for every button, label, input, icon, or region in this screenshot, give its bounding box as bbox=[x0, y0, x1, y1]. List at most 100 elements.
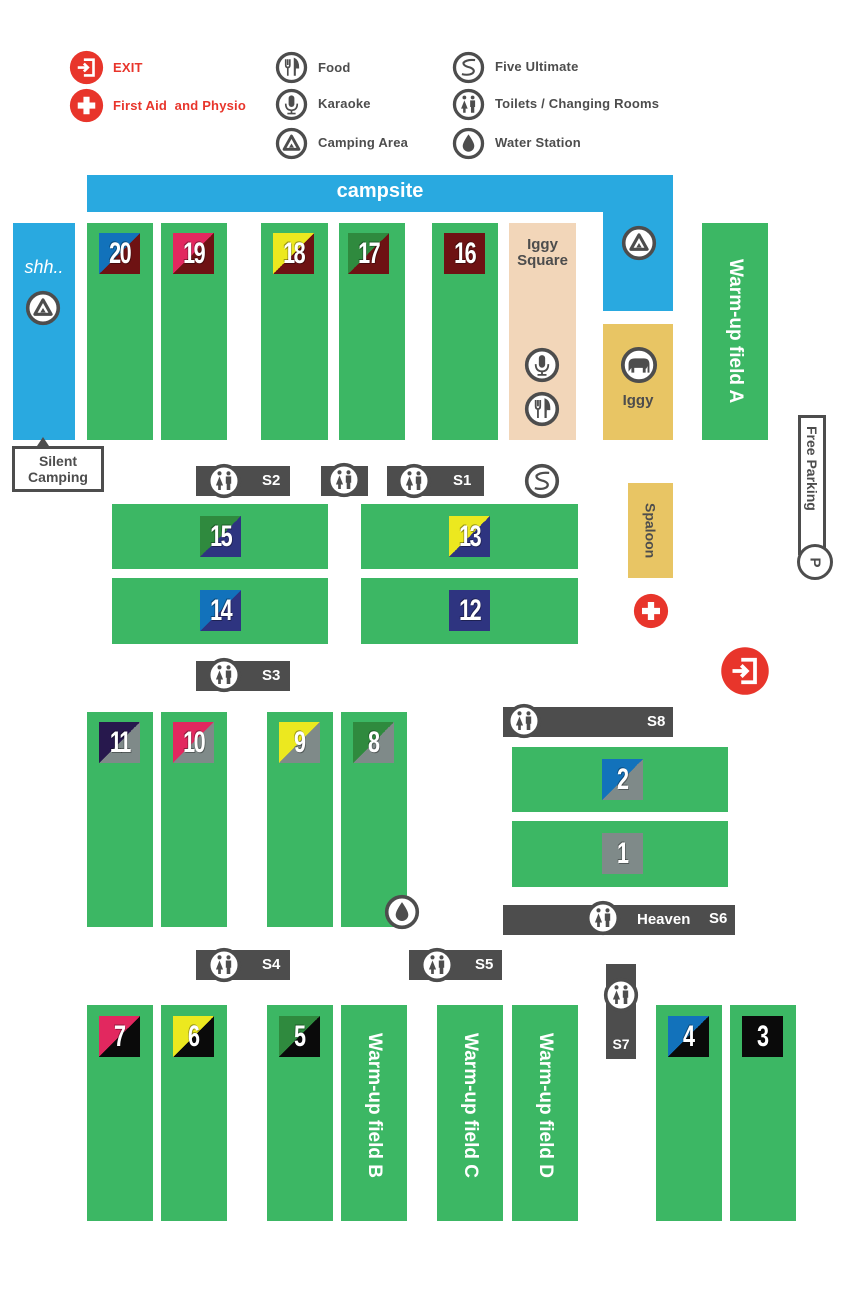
silent-camping-shh: shh.. bbox=[24, 257, 64, 277]
field-number-badge: 15 bbox=[200, 516, 241, 557]
field-number-badge: 16 bbox=[444, 233, 485, 274]
field-13[interactable]: 13 bbox=[361, 504, 578, 569]
field-number-badge: 5 bbox=[279, 1016, 320, 1057]
legend-food-label: Food bbox=[318, 60, 351, 75]
field-1[interactable]: 1 bbox=[512, 821, 728, 887]
field-number-badge: 14 bbox=[200, 590, 241, 631]
water-drop-icon bbox=[384, 894, 420, 930]
field-number-badge: 2 bbox=[602, 759, 643, 800]
field-16[interactable]: 16 bbox=[432, 223, 498, 440]
exit-icon bbox=[69, 50, 104, 85]
tent-icon bbox=[25, 290, 61, 326]
field-18[interactable]: 18 bbox=[261, 223, 328, 440]
field-number-badge: 10 bbox=[173, 722, 214, 763]
tent-icon bbox=[621, 225, 657, 261]
field-number: 11 bbox=[109, 725, 131, 759]
field-number-badge: 3 bbox=[742, 1016, 783, 1057]
warm-up-field-a-label: Warm-up field A bbox=[725, 259, 746, 404]
pointer-arrow bbox=[37, 437, 49, 446]
field-number: 5 bbox=[294, 1019, 306, 1053]
toilet-icon bbox=[326, 462, 362, 498]
food-icon bbox=[524, 391, 560, 427]
field-7[interactable]: 7 bbox=[87, 1005, 153, 1221]
toilet-label: S8 bbox=[647, 713, 666, 730]
field-number: 10 bbox=[182, 725, 206, 759]
field-4[interactable]: 4 bbox=[656, 1005, 722, 1221]
field-number: 13 bbox=[458, 519, 482, 553]
campsite-label: campsite bbox=[336, 180, 424, 202]
legend-five-label: Five Ultimate bbox=[495, 59, 579, 74]
field-number: 3 bbox=[757, 1019, 769, 1053]
field-5[interactable]: 5 bbox=[267, 1005, 333, 1221]
free-parking-area[interactable]: Free Parking bbox=[798, 415, 826, 555]
first-aid-icon[interactable] bbox=[633, 593, 669, 629]
toilet-icon bbox=[585, 900, 621, 936]
toilet-icon bbox=[396, 463, 432, 499]
field-number: 15 bbox=[209, 519, 233, 553]
field-number: 6 bbox=[188, 1019, 200, 1053]
five-ultimate-icon bbox=[524, 463, 560, 499]
field-6[interactable]: 6 bbox=[161, 1005, 227, 1221]
field-number: 1 bbox=[617, 836, 629, 870]
toilet-label: S4 bbox=[262, 956, 281, 973]
field-2[interactable]: 2 bbox=[512, 747, 728, 812]
warm-up-field-d[interactable]: Warm-up field D bbox=[512, 1005, 578, 1221]
spaloon-label: Spaloon bbox=[642, 502, 659, 559]
field-8[interactable]: 8 bbox=[341, 712, 407, 927]
field-number: 7 bbox=[114, 1019, 126, 1053]
warm-up-field-c-label: Warm-up field C bbox=[460, 1033, 481, 1178]
field-number: 12 bbox=[458, 593, 482, 627]
food-icon bbox=[275, 51, 308, 84]
warm-up-field-a[interactable]: Warm-up field A bbox=[702, 223, 768, 440]
microphone-icon bbox=[275, 88, 308, 121]
toilet-icon bbox=[206, 463, 242, 499]
heaven-label: Heaven bbox=[637, 911, 691, 928]
field-number-badge: 4 bbox=[668, 1016, 709, 1057]
legend-karaoke-label: Karaoke bbox=[318, 96, 371, 111]
warm-up-field-b[interactable]: Warm-up field B bbox=[341, 1005, 407, 1221]
field-number-badge: 18 bbox=[273, 233, 314, 274]
exit-icon[interactable] bbox=[720, 646, 770, 696]
five-ultimate-icon bbox=[452, 51, 485, 84]
field-9[interactable]: 9 bbox=[267, 712, 333, 927]
toilet-icon bbox=[206, 947, 242, 983]
campsite-area[interactable] bbox=[87, 175, 673, 212]
field-number: 14 bbox=[209, 593, 233, 627]
field-number: 20 bbox=[108, 236, 132, 270]
elephant-icon bbox=[620, 346, 658, 384]
field-number-badge: 6 bbox=[173, 1016, 214, 1057]
field-12[interactable]: 12 bbox=[361, 578, 578, 644]
field-number: 2 bbox=[617, 762, 629, 796]
field-number-badge: 11 bbox=[99, 722, 140, 763]
toilet-label: S5 bbox=[475, 956, 494, 973]
field-number-badge: 20 bbox=[99, 233, 140, 274]
field-19[interactable]: 19 bbox=[161, 223, 227, 440]
field-number-badge: 12 bbox=[449, 590, 490, 631]
warm-up-field-c[interactable]: Warm-up field C bbox=[437, 1005, 503, 1221]
legend-water-label: Water Station bbox=[495, 135, 581, 150]
toilet-icon bbox=[452, 88, 485, 121]
iggy-label: Iggy bbox=[622, 392, 654, 409]
field-17[interactable]: 17 bbox=[339, 223, 405, 440]
field-number: 17 bbox=[357, 236, 381, 270]
silent-camping-area[interactable] bbox=[13, 223, 75, 440]
field-10[interactable]: 10 bbox=[161, 712, 227, 927]
field-number: 19 bbox=[182, 236, 206, 270]
tent-icon bbox=[275, 127, 308, 160]
legend-exit-label: EXIT bbox=[113, 60, 143, 75]
field-11[interactable]: 11 bbox=[87, 712, 153, 927]
field-3[interactable]: 3 bbox=[730, 1005, 796, 1221]
field-15[interactable]: 15 bbox=[112, 504, 328, 569]
field-14[interactable]: 14 bbox=[112, 578, 328, 644]
toilet-label: S3 bbox=[262, 667, 281, 684]
field-number: 9 bbox=[294, 725, 306, 759]
water-drop-icon bbox=[452, 127, 485, 160]
field-20[interactable]: 20 bbox=[87, 223, 153, 440]
spaloon-area[interactable]: Spaloon bbox=[628, 483, 673, 578]
field-number: 8 bbox=[368, 725, 380, 759]
toilet-icon bbox=[506, 703, 542, 739]
first-aid-icon bbox=[69, 88, 104, 123]
toilet-icon bbox=[603, 977, 639, 1013]
parking-icon-letter: P bbox=[806, 556, 824, 568]
field-number-badge: 13 bbox=[449, 516, 490, 557]
